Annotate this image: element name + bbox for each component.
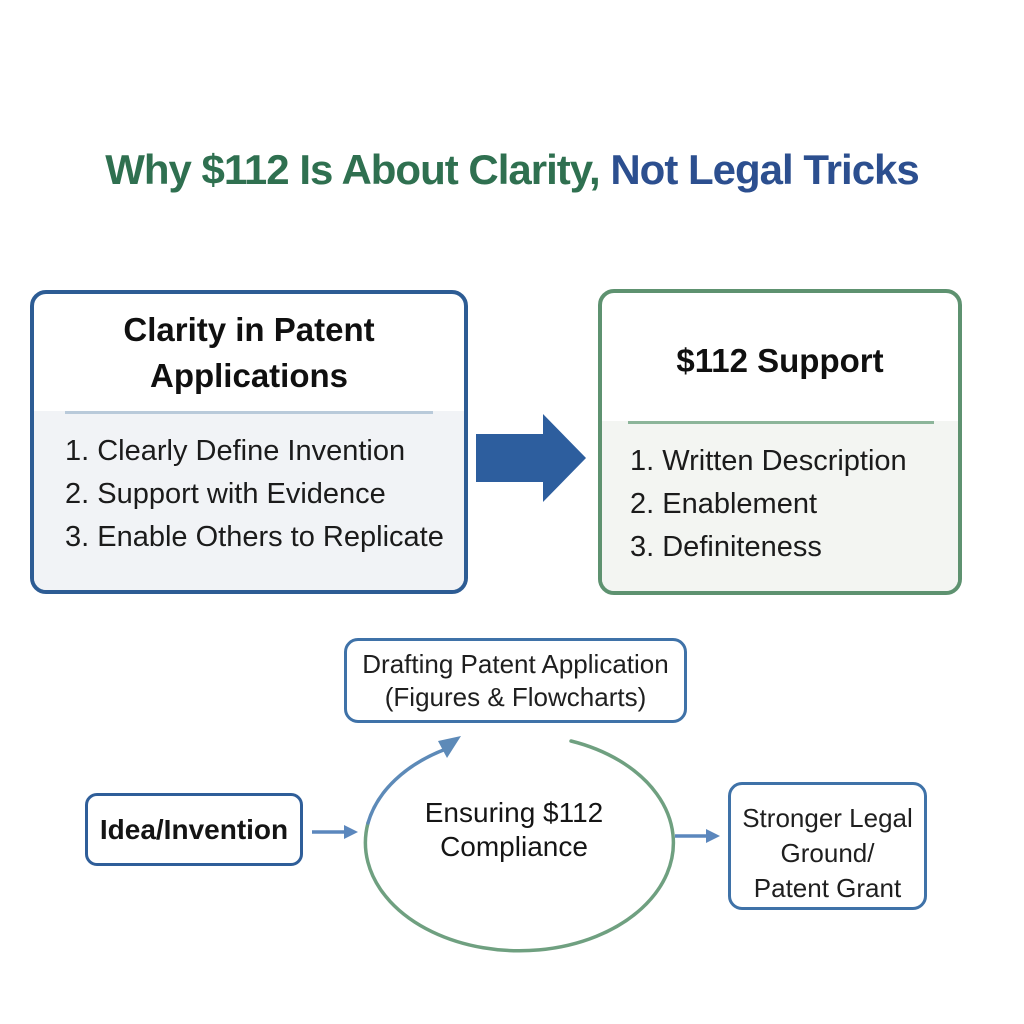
clarity-card-title-line2: Applications (149, 356, 349, 394)
idea-to-cycle-arrow-icon (312, 825, 358, 839)
cycle-arrowhead-icon (438, 736, 461, 758)
support-card-list: 1. Written Description 2. Enablement 3. … (602, 440, 958, 569)
support-card-divider (628, 421, 934, 424)
list-item: 3. Enable Others to Replicate (65, 521, 444, 553)
cycle-label-line1: Ensuring $112 (424, 797, 604, 828)
clarity-card-list: 1. Clearly Define Invention 2. Support w… (34, 430, 464, 559)
page-title: Why $112 Is About Clarity, Not Legal Tri… (0, 146, 1024, 194)
list-item: 2. Enablement (630, 488, 818, 520)
idea-box-label: Idea/Invention (99, 813, 289, 845)
result-box-line3: Patent Grant (753, 872, 902, 903)
result-box: Stronger Legal Ground/ Patent Grant (728, 782, 927, 910)
support-card: $112 Support 1. Written Description 2. E… (598, 289, 962, 595)
clarity-card-title: Clarity in Patent Applications (34, 294, 464, 411)
cycle-label-line2: Compliance (440, 831, 588, 862)
list-item: 1. Written Description (630, 445, 907, 477)
drafting-box-line2: (Figures & Flowcharts) (384, 681, 647, 712)
result-box-line2: Ground/ (780, 837, 875, 868)
clarity-card: Clarity in Patent Applications 1. Clearl… (30, 290, 468, 594)
page-title-blue-part: Not Legal Tricks (599, 146, 919, 193)
page-title-green-part: Why $112 Is About Clarity, (105, 146, 600, 193)
idea-box: Idea/Invention (85, 793, 303, 866)
support-card-body: 1. Written Description 2. Enablement 3. … (602, 421, 958, 591)
list-item: 2. Support with Evidence (65, 478, 386, 510)
support-card-title: $112 Support (676, 342, 884, 379)
cycle-label: Ensuring $112 Compliance (398, 795, 630, 865)
list-item: 1. Clearly Define Invention (65, 435, 406, 467)
right-block-arrow-icon (476, 414, 586, 502)
clarity-card-title-line1: Clarity in Patent (123, 310, 375, 348)
result-box-line1: Stronger Legal (742, 802, 913, 833)
clarity-card-body: 1. Clearly Define Invention 2. Support w… (34, 411, 464, 590)
cycle-to-result-arrow-icon (675, 829, 720, 843)
clarity-card-divider (65, 411, 433, 414)
drafting-box: Drafting Patent Application (Figures & F… (344, 638, 687, 723)
list-item: 3. Definiteness (630, 531, 822, 563)
drafting-box-line1: Drafting Patent Application (362, 648, 669, 679)
